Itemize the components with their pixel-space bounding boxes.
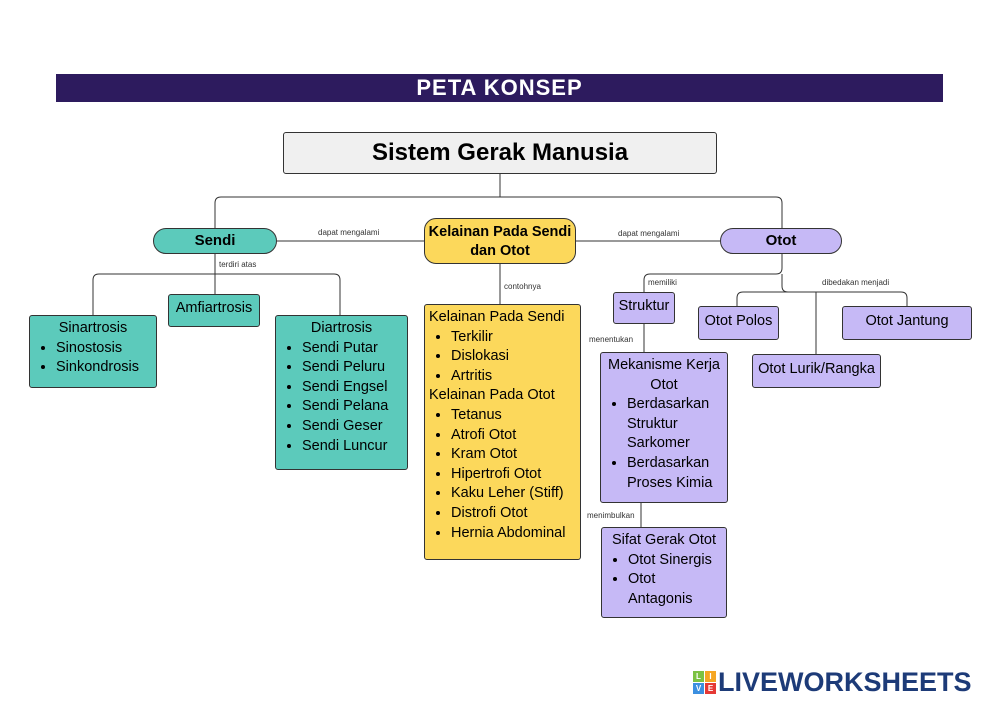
list-item: Tetanus [451, 406, 576, 426]
node-kelainan: Kelainan Pada Sendi dan Otot [424, 218, 576, 264]
list-item: Sendi Geser [302, 417, 403, 437]
node-mekanisme: Mekanisme Kerja Otot Berdasarkan Struktu… [600, 352, 728, 503]
section-title: Kelainan Pada Sendi [429, 309, 565, 325]
list-item: Kaku Leher (Stiff) [451, 484, 576, 504]
node-title: Mekanisme Kerja Otot [607, 357, 720, 393]
link-label: terdiri atas [219, 260, 257, 269]
list-item: Otot Antagonis [628, 570, 722, 609]
node-title: Sinartrosis [58, 320, 128, 336]
list-item: Sinkondrosis [56, 358, 152, 378]
link-label: contohnya [504, 282, 541, 291]
page-banner: PETA KONSEP [56, 74, 943, 102]
link-label: dapat mengalami [618, 229, 680, 238]
list-item: Berdasarkan Struktur Sarkomer [627, 395, 723, 454]
list-item: Sendi Pelana [302, 397, 403, 417]
node-kelainan-list: Kelainan Pada Sendi Terkilir Dislokasi A… [424, 304, 581, 560]
logo-icon: L I V E [693, 670, 716, 694]
liveworksheets-logo[interactable]: L I V E LIVEWORKSHEETS [693, 666, 972, 697]
link-label: menimbulkan [587, 511, 635, 520]
node-sifat: Sifat Gerak Otot Otot Sinergis Otot Anta… [601, 527, 727, 618]
node-otot-jantung: Otot Jantung [842, 306, 972, 340]
section-title: Kelainan Pada Otot [429, 387, 555, 404]
list-item: Sendi Putar [302, 339, 403, 359]
node-otot-lurik: Otot Lurik/Rangka [752, 354, 881, 388]
list-item: Berdasarkan Proses Kimia [627, 454, 723, 493]
list-item: Distrofi Otot [451, 504, 576, 524]
node-struktur: Struktur [613, 292, 675, 324]
node-otot-polos: Otot Polos [698, 306, 779, 340]
node-otot: Otot [720, 228, 842, 254]
list-item: Terkilir [451, 328, 576, 348]
list-item: Sendi Engsel [302, 378, 403, 398]
list-item: Kram Otot [451, 445, 576, 465]
list-item: Hipertrofi Otot [451, 465, 576, 485]
logo-letter: V [693, 682, 704, 694]
list-item: Sendi Peluru [302, 358, 403, 378]
link-label: dibedakan menjadi [822, 278, 890, 287]
list-item: Sendi Luncur [302, 437, 403, 457]
list-item: Hernia Abdominal [451, 524, 576, 544]
logo-text: LIVEWORKSHEETS [718, 666, 972, 697]
node-sendi: Sendi [153, 228, 277, 254]
node-title: Diartrosis [310, 320, 373, 336]
node-amfiartrosis: Amfiartrosis [168, 294, 260, 327]
list-item: Sinostosis [56, 339, 152, 359]
logo-letter: L [693, 670, 704, 682]
list-item: Artritis [451, 367, 576, 387]
list-item: Dislokasi [451, 347, 576, 367]
list-item: Atrofi Otot [451, 426, 576, 446]
root-node: Sistem Gerak Manusia [283, 132, 717, 174]
node-diartrosis: Diartrosis Sendi Putar Sendi Peluru Send… [275, 315, 408, 470]
link-label: dapat mengalami [318, 228, 380, 237]
link-label: menentukan [589, 335, 634, 344]
link-label: memiliki [648, 278, 677, 287]
logo-letter: I [705, 670, 716, 682]
list-item: Otot Sinergis [628, 551, 722, 571]
node-title: Sifat Gerak Otot [612, 532, 716, 548]
node-sinartrosis: Sinartrosis SinostosisSinkondrosis [29, 315, 157, 388]
logo-letter: E [705, 682, 716, 694]
